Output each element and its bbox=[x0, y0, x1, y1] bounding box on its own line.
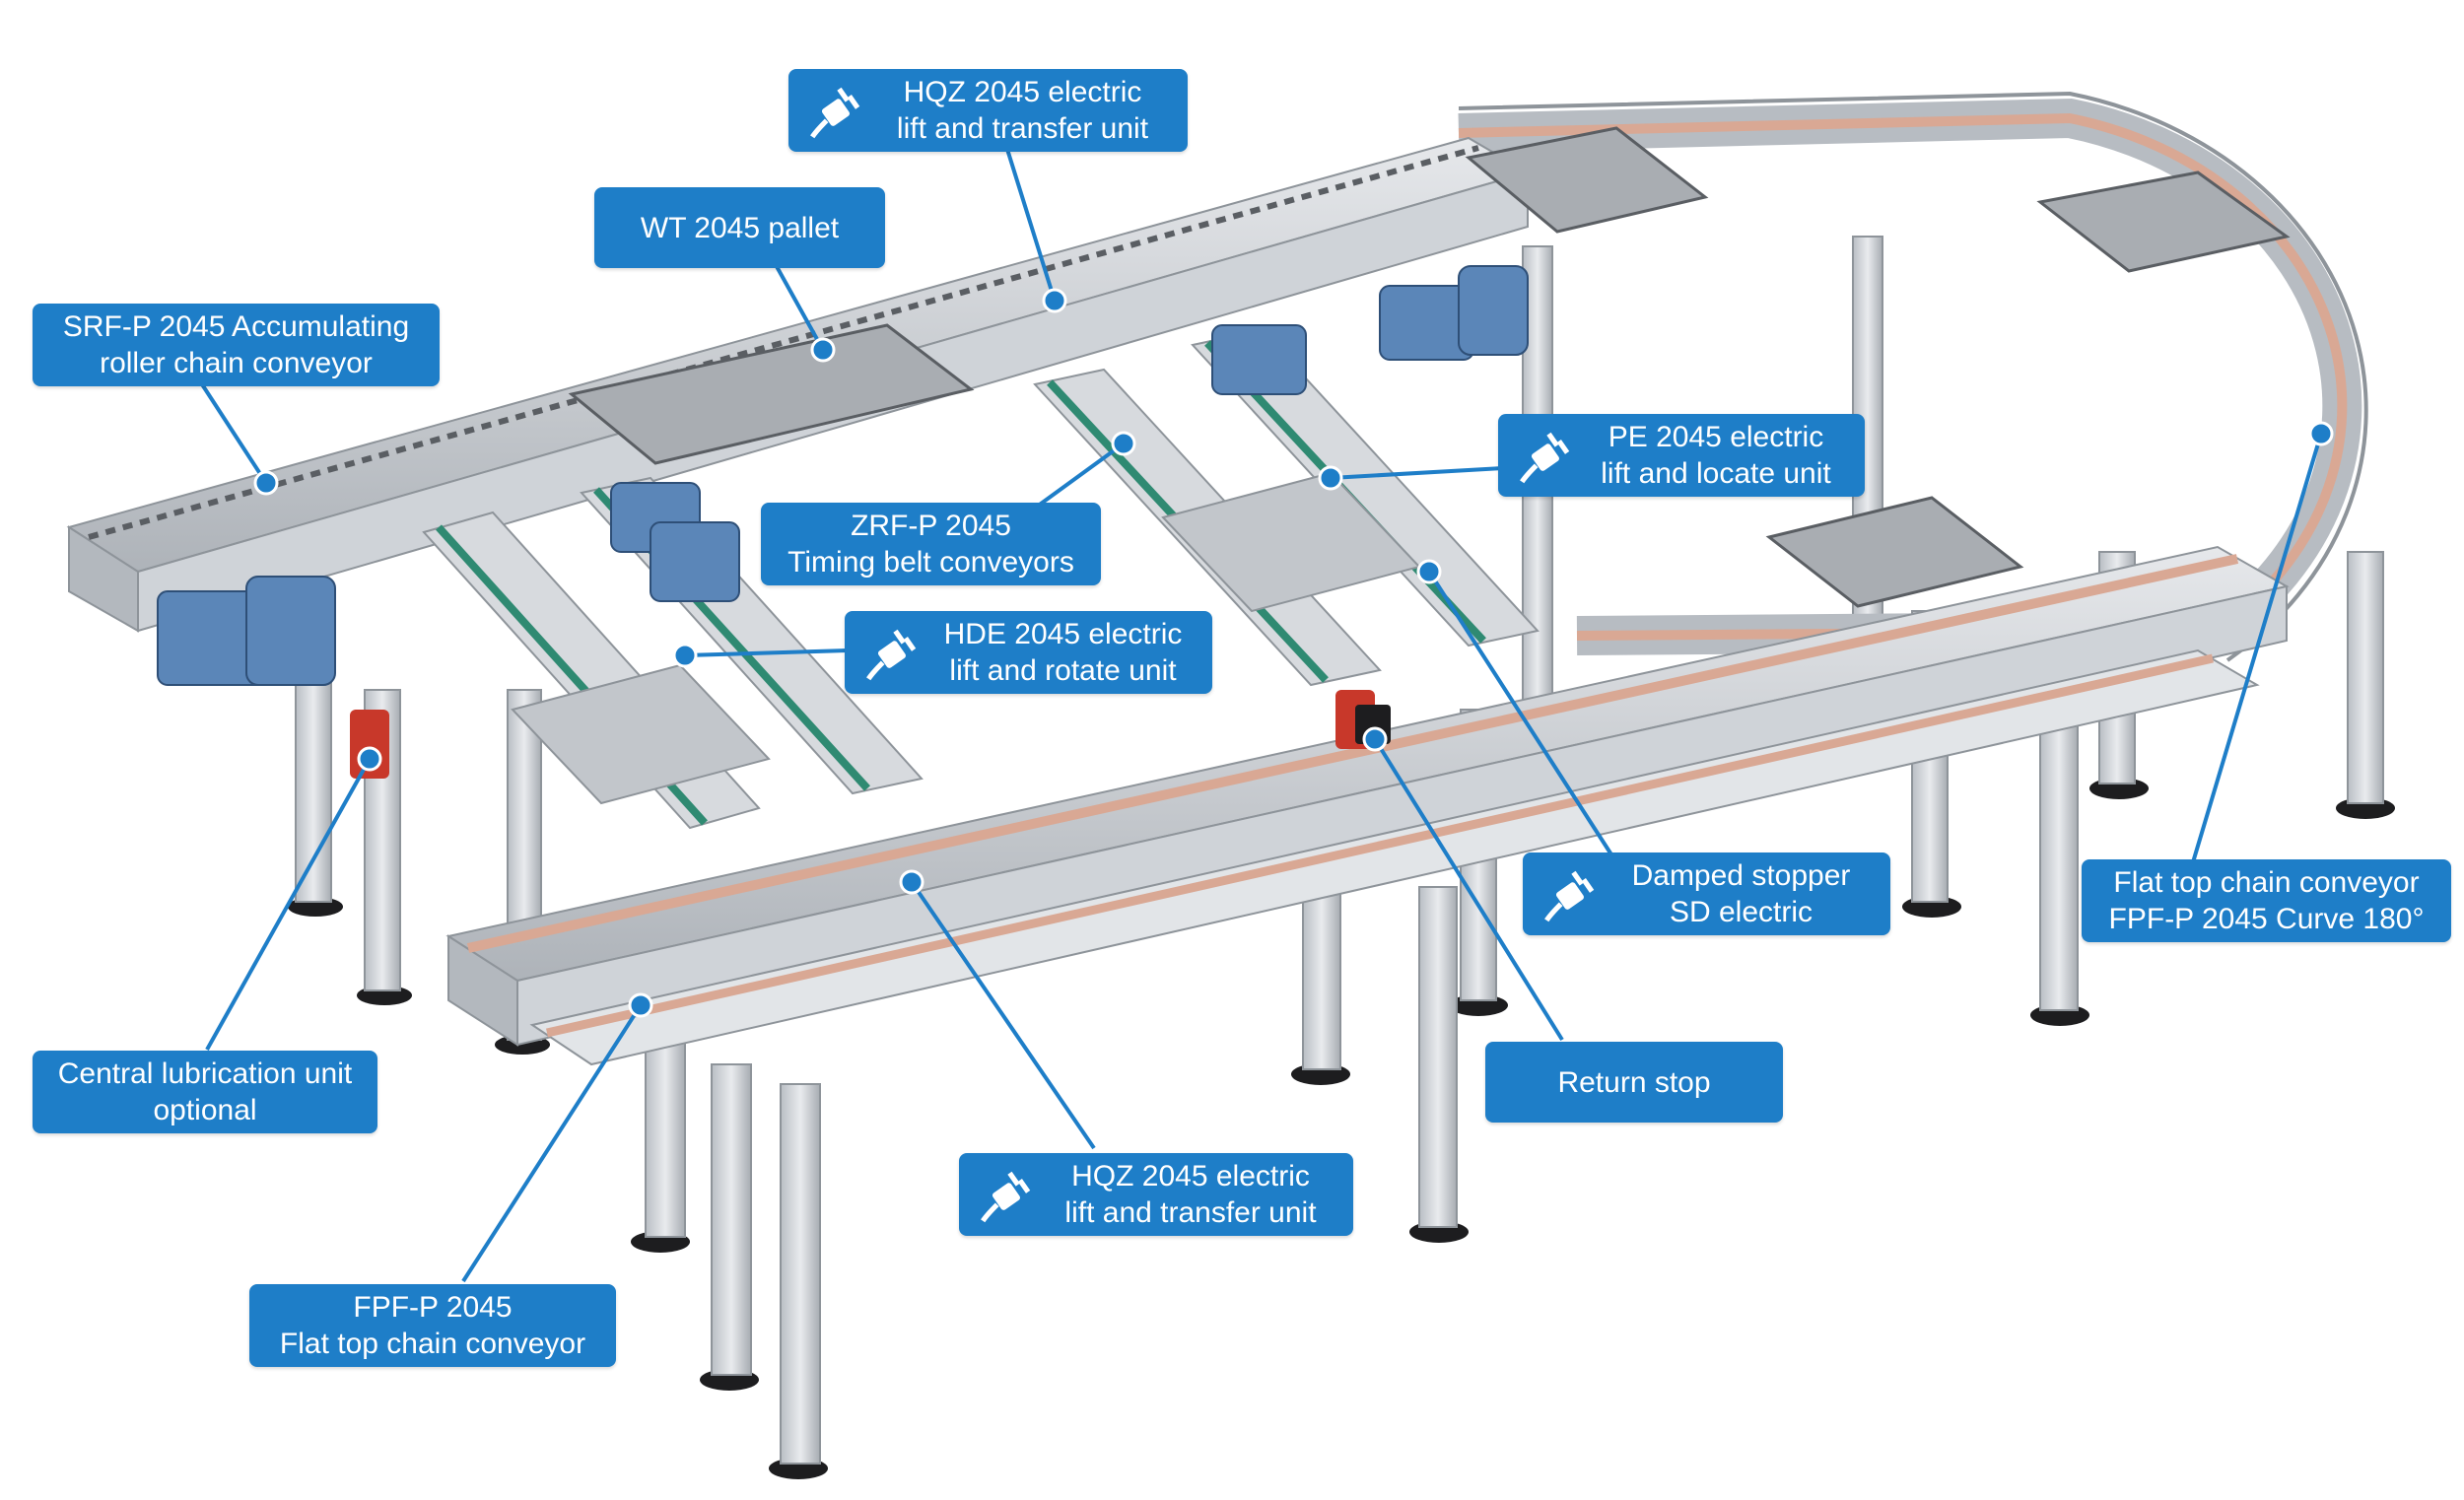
electric-plug-icon bbox=[1520, 432, 1570, 484]
electric-plug-icon bbox=[981, 1171, 1031, 1223]
callout-pe-2045: PE 2045 electric lift and locate unit bbox=[1498, 414, 1865, 497]
callout-line: SRF-P 2045 Accumulating bbox=[62, 310, 410, 343]
electric-plug-icon bbox=[810, 87, 860, 139]
callout-line: lift and transfer unit bbox=[1064, 1196, 1317, 1229]
callout-return-stop: Return stop bbox=[1485, 1042, 1783, 1123]
callout-line: HQZ 2045 electric bbox=[1071, 1160, 1310, 1193]
callout-line: roller chain conveyor bbox=[100, 347, 373, 379]
callout-line: PE 2045 electric bbox=[1608, 421, 1824, 453]
callout-line: WT 2045 pallet bbox=[640, 211, 840, 244]
callout-line: FPF-P 2045 bbox=[353, 1291, 513, 1324]
callout-line: HDE 2045 electric bbox=[943, 618, 1183, 650]
motors bbox=[157, 265, 1529, 686]
pallets bbox=[568, 126, 2291, 608]
callout-srf-p: SRF-P 2045 Accumulating roller chain conv… bbox=[33, 304, 440, 386]
callout-line: lift and locate unit bbox=[1601, 457, 1831, 490]
callout-line: lift and transfer unit bbox=[896, 112, 1149, 145]
callout-line: Flat top chain conveyor bbox=[279, 1328, 586, 1360]
electric-plug-icon bbox=[1544, 870, 1595, 922]
callout-line: HQZ 2045 electric bbox=[903, 76, 1142, 108]
callout-line: FPF-P 2045 Curve 180° bbox=[2108, 903, 2425, 935]
callout-wt-pallet: WT 2045 pallet bbox=[594, 187, 885, 268]
callout-hde-2045: HDE 2045 electric lift and rotate unit bbox=[845, 611, 1212, 694]
callout-central-lube: Central lubrication unit optional bbox=[33, 1051, 377, 1133]
callout-line: Flat top chain conveyor bbox=[2113, 866, 2420, 899]
callout-line: ZRF-P 2045 bbox=[851, 510, 1011, 542]
callout-line: Timing belt conveyors bbox=[787, 546, 1074, 579]
callout-line: SD electric bbox=[1669, 896, 1814, 928]
callout-line: optional bbox=[153, 1094, 257, 1126]
electric-plug-icon bbox=[866, 629, 917, 681]
callout-damped-stopper: Damped stopper SD electric bbox=[1523, 852, 1890, 935]
callout-hqz-top: HQZ 2045 electric lift and transfer unit bbox=[788, 69, 1188, 152]
callout-line: Return stop bbox=[1557, 1065, 1711, 1099]
curve-180-section bbox=[1458, 91, 2368, 662]
callout-line: lift and rotate unit bbox=[949, 654, 1177, 687]
callout-line: Central lubrication unit bbox=[57, 1057, 353, 1090]
callout-line: Damped stopper bbox=[1631, 859, 1851, 892]
